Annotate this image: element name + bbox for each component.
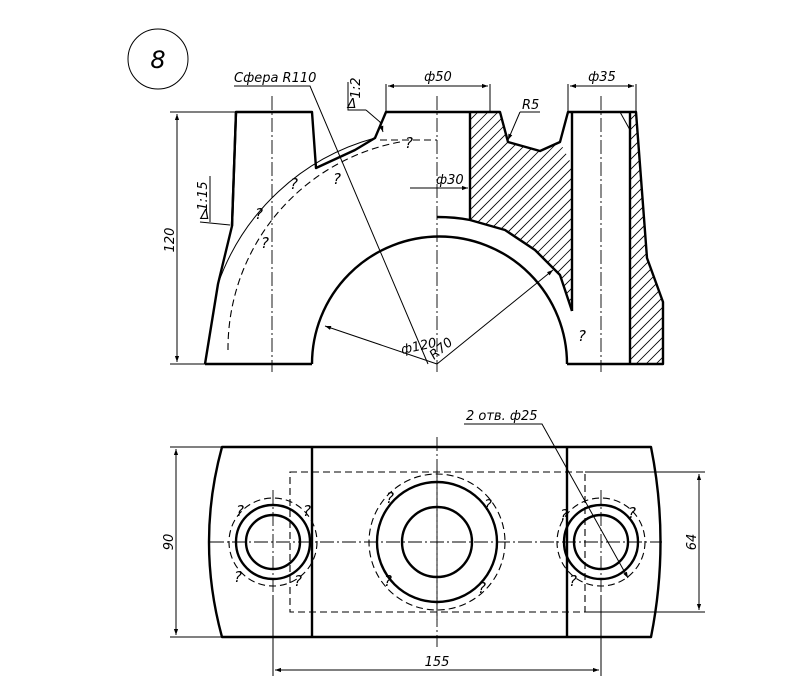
hatch-line <box>470 112 561 311</box>
hatch-line <box>549 112 572 311</box>
hatch-line <box>489 112 572 311</box>
hatch-line <box>470 112 521 311</box>
hatch-line <box>630 112 663 364</box>
hatch-line <box>470 112 572 311</box>
hatch-line <box>630 112 663 364</box>
unknown-mark: ? <box>290 175 298 193</box>
unknown-mark: ? <box>255 205 263 223</box>
hatch-line <box>630 112 663 364</box>
holes-label: 2 отв. ф25 <box>466 409 538 424</box>
unknown-mark: ? <box>333 170 341 188</box>
unknown-mark: ? <box>569 572 577 590</box>
left-boss-edge <box>230 111 238 227</box>
hatch-line <box>479 112 572 311</box>
section-hatching-center <box>240 100 796 320</box>
hatch-line <box>470 112 572 311</box>
dim-diameter-35: ф35 <box>588 70 616 85</box>
hatch-line <box>470 112 572 311</box>
hidden-sphere <box>227 141 401 351</box>
taper-top-symbol: Δ <box>347 97 357 112</box>
hatch-line <box>630 112 631 364</box>
taper-1-2: 1:2 <box>349 78 364 99</box>
unknown-marks-front: ? ? ? ? ? ? <box>255 134 586 345</box>
hatch-line <box>659 112 663 364</box>
dim-diameter-30: ф30 <box>436 173 464 188</box>
unknown-mark: ? <box>560 506 568 524</box>
right-hole-chamfer <box>571 111 631 140</box>
hatch-line <box>470 112 531 311</box>
top-view <box>207 437 662 647</box>
radius-5: R5 <box>522 98 539 113</box>
unknown-mark: ? <box>484 496 492 514</box>
unknown-marks-top: ? ? ? ? ? ? ? ? ? ? ? <box>234 489 636 597</box>
sphere-label: Сфера R110 <box>234 71 316 86</box>
hatch-line <box>630 112 663 364</box>
unknown-mark: ? <box>578 327 586 345</box>
central-bore-bottom <box>436 215 574 312</box>
front-view <box>203 96 796 372</box>
hatch-line <box>580 100 796 320</box>
hatch-line <box>569 112 572 311</box>
inner-arch <box>310 235 569 365</box>
hatch-line <box>630 112 663 364</box>
hatch-line <box>240 100 460 320</box>
hatch-line <box>630 112 663 364</box>
hatch-line <box>630 112 663 364</box>
problem-number: 8 <box>150 46 165 74</box>
unknown-mark: ? <box>478 579 486 597</box>
dim-height-120: 120 <box>163 228 178 253</box>
top-view-outline <box>207 445 662 639</box>
front-view-outline <box>203 110 665 366</box>
hatch-line <box>470 112 491 311</box>
dim-width-90: 90 <box>162 534 177 551</box>
front-view-dimensions: 120 ф50 ф35 1:2 Δ 1:15 Δ Сфера R110 R5 ф… <box>163 70 637 365</box>
problem-number-badge: 8 <box>127 28 189 90</box>
hatch-line <box>470 112 572 311</box>
hatch-line <box>630 112 663 364</box>
unknown-mark: ? <box>303 502 311 520</box>
top-view-dimensions: 90 64 155 2 отв. ф25 <box>162 409 705 676</box>
unknown-mark: ? <box>234 568 242 586</box>
unknown-mark: ? <box>405 134 413 152</box>
unknown-mark: ? <box>261 234 269 252</box>
hatch-line <box>630 112 663 364</box>
hatch-line <box>559 112 572 311</box>
hatch-line <box>470 112 572 311</box>
hatch-line <box>670 100 796 370</box>
hatch-line <box>470 112 572 311</box>
hatch-line <box>470 112 481 311</box>
hatch-line <box>630 112 663 364</box>
hatch-line <box>470 112 572 311</box>
hatch-line <box>649 112 663 364</box>
right-hole-walls <box>570 112 632 364</box>
hatch-line <box>470 112 572 311</box>
hatch-line <box>630 112 663 364</box>
hatch-line <box>470 112 572 311</box>
taper-1-15: 1:15 <box>196 181 211 210</box>
taper-side-symbol: Δ <box>200 208 210 223</box>
hatch-line <box>630 112 663 364</box>
dim-diameter-120: ф120 <box>400 336 438 358</box>
hatch-line <box>499 112 572 311</box>
hatch-line <box>509 112 572 311</box>
unknown-mark: ? <box>384 572 392 590</box>
unknown-mark: ? <box>236 502 244 520</box>
unknown-mark: ? <box>386 489 394 507</box>
hatch-line <box>470 112 511 311</box>
hatch-line <box>470 112 571 311</box>
hatch-line <box>529 112 572 311</box>
hatch-line <box>470 112 541 311</box>
sphere-outline <box>217 137 376 285</box>
hatch-line <box>630 112 663 364</box>
dim-width-64: 64 <box>685 534 700 551</box>
unknown-mark: ? <box>628 504 636 522</box>
unknown-mark: ? <box>294 572 302 590</box>
dim-diameter-50: ф50 <box>424 70 452 85</box>
dim-length-155: 155 <box>425 655 450 670</box>
hatch-line <box>630 112 663 364</box>
